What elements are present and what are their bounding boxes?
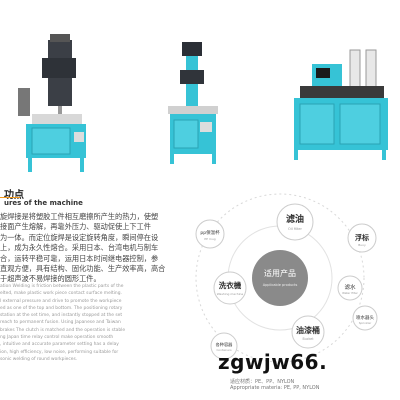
center-label-cn: 适用产品 [264, 268, 296, 278]
svg-text:浮标: 浮标 [355, 233, 369, 242]
svg-text:Washing machine: Washing machine [217, 292, 244, 296]
en-line: ng Japan time relay control make operati… [0, 335, 114, 341]
features-title: 功点 [4, 190, 24, 201]
description-chinese: 旋焊接是将塑胶工件相互磨擦所产生的热力，使塑 接面产生熔解，再靠外压力、驱动促使… [0, 212, 168, 285]
features-subtitle: ures of the machine [4, 199, 83, 207]
applicable-products-diagram: 适用产品 Applicable products 滤油 Oil filter 浮… [195, 193, 378, 363]
materials-en: Appropriate materia: PE, PP, NYLON [230, 385, 320, 391]
product-node-bucket: 油漆桶 Bucket [291, 315, 325, 349]
spin-welder-machine-center [168, 42, 218, 164]
cn-line: 合，运转平稳可靠，运用日本时间继电器控制，参 [0, 253, 159, 263]
svg-text:喷水器头: 喷水器头 [356, 314, 374, 321]
svg-text:滤油: 滤油 [286, 213, 304, 225]
en-line: elted, make plastic work piece contact s… [0, 291, 122, 297]
en-line: reach to permanent fusion. Using Japanes… [0, 320, 121, 326]
svg-text:pp保温杯: pp保温杯 [200, 229, 220, 236]
svg-text:Water filter: Water filter [342, 291, 359, 295]
en-line: ation Welding is friction between the pl… [0, 284, 124, 289]
cn-line: 上，成为永久性熔合。采用日本、台湾电机与制车 [0, 243, 159, 253]
product-node-water-filter: 滤水 Water filter [337, 275, 363, 301]
en-line: , intuitive and accurate parameter setti… [0, 342, 119, 348]
svg-text:Sprinkler: Sprinkler [359, 321, 372, 325]
cn-line: 为一体。而定位旋焊是设定旋转角度，瞬间停在设 [0, 232, 159, 242]
center-circle [252, 250, 308, 306]
product-node-buoy: 浮标 Buoy [347, 223, 377, 253]
title-accent-line [0, 197, 20, 198]
svg-text:Buoy: Buoy [358, 243, 366, 247]
en-line: ion, high efficiency, low noise, perform… [0, 349, 119, 355]
description-english: ation Welding is friction between the pl… [0, 283, 172, 363]
svg-text:PP mug: PP mug [204, 237, 215, 241]
orbit-ring [195, 193, 365, 363]
materials-cn: 适应材质：PE、PP、NYLON [230, 379, 295, 385]
svg-text:油漆桶: 油漆桶 [296, 325, 320, 335]
product-node-containers: 各种容器 Containers [210, 332, 238, 360]
cn-line: 旋焊接是将塑胶工件相互磨擦所产生的热力，使塑 [0, 212, 159, 221]
svg-text:滤水: 滤水 [344, 283, 356, 291]
product-node-washing-machine: 洗衣機 Washing machine [213, 271, 247, 305]
en-line: station at the set time, and instantly s… [0, 313, 123, 319]
cn-line: 于超声波不易焊接的圆形工件。 [0, 274, 101, 284]
cn-line: 接面产生熔解，再靠外压力、驱动促使上下工件 [0, 222, 151, 232]
product-node-pp-mug: pp保温杯 PP mug [195, 219, 225, 249]
cn-line: 直观方便，具有结构、固化功能、生产效率高，高合 [0, 264, 166, 274]
en-line: brakes The clutch is matched and the ope… [0, 327, 126, 333]
site-watermark: zgwjw66. [218, 350, 328, 374]
en-line: l external pressure and drive to promote… [0, 298, 122, 304]
dual-head-welder-machine-right [294, 49, 388, 160]
svg-text:Bucket: Bucket [303, 337, 315, 341]
svg-text:Oil filter: Oil filter [288, 227, 303, 231]
center-label-en: Applicable products [263, 283, 298, 287]
svg-text:各种容器: 各种容器 [216, 341, 234, 348]
product-node-sprinkler: 喷水器头 Sprinkler [352, 305, 378, 331]
svg-text:Containers: Containers [216, 348, 232, 352]
svg-text:洗衣機: 洗衣機 [219, 280, 242, 290]
spin-welder-machine-left [18, 34, 86, 172]
en-line: ed as one of the top and bottom. The pos… [0, 305, 123, 311]
product-node-oil-filter: 滤油 Oil filter [276, 203, 314, 241]
en-line: sonic welding of round workpieces. [0, 356, 78, 362]
